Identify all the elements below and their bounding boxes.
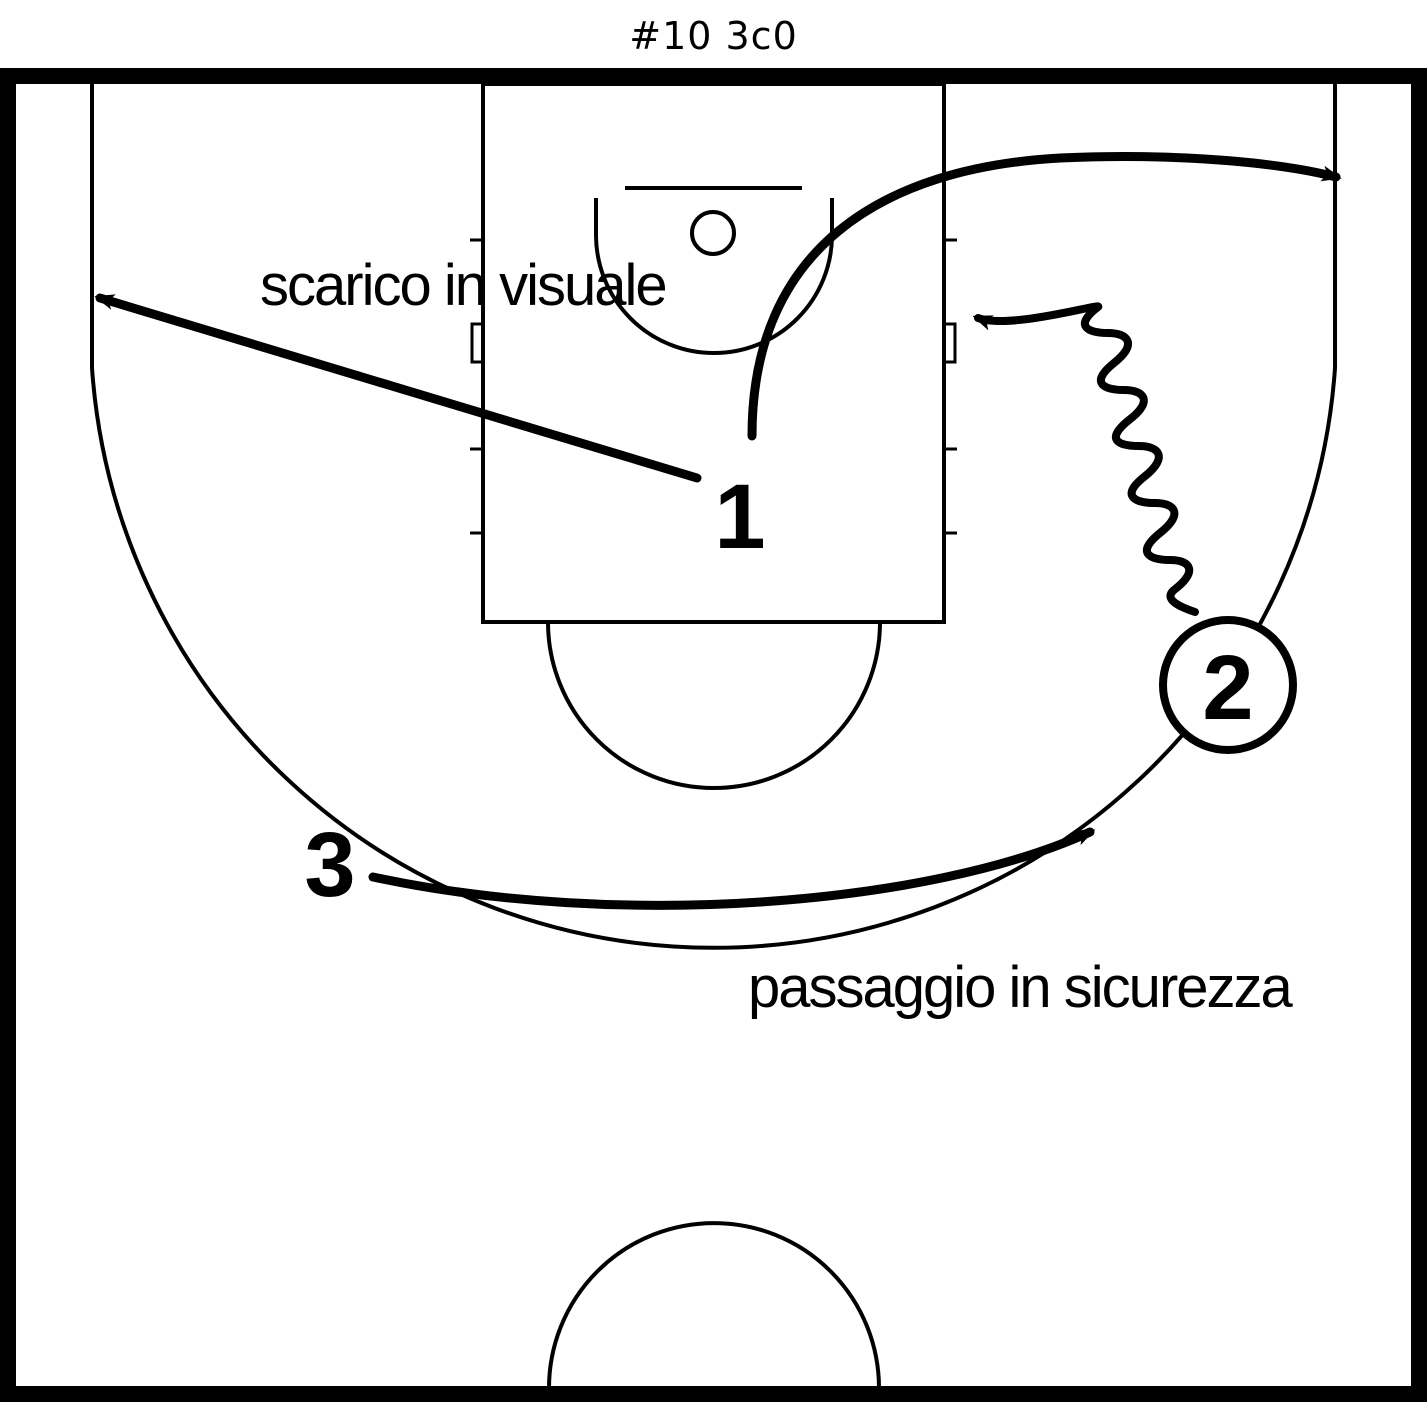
free-throw-circle (546, 621, 882, 790)
player-2-label: 2 (1202, 637, 1253, 739)
annotation-safe-pass: passaggio in sicurezza (748, 955, 1294, 1020)
diagram-title: #10 3c0 (629, 14, 798, 58)
player-1-label: 1 (714, 466, 765, 568)
center-circle (547, 1221, 881, 1389)
player-3-label: 3 (304, 814, 355, 916)
pass-arrow-to-wing (368, 827, 1096, 910)
lane-hash-marks (470, 238, 957, 535)
court-boundary (0, 68, 1427, 1402)
restricted-area-arc (594, 198, 834, 355)
rim (690, 210, 736, 256)
dribble-arrow (972, 302, 1199, 616)
player-2-marker (1159, 616, 1297, 754)
cut-arrow-right-corner (747, 151, 1342, 441)
annotation-pass-in-view: scarico in visuale (260, 253, 666, 318)
pass-arrow-left-corner (94, 293, 702, 483)
lane-block-marks (470, 322, 957, 364)
